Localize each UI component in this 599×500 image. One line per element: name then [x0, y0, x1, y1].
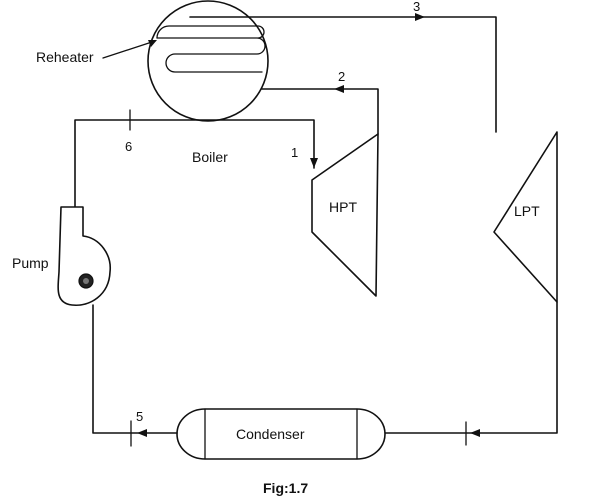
reheater-coil [156, 37, 266, 73]
pipe-6-1-pump-to-hpt [74, 119, 315, 208]
state-point-1: 1 [291, 145, 298, 160]
hpt-shape [311, 133, 379, 297]
arrow-5 [137, 429, 147, 437]
reheater-coil-top [156, 25, 265, 39]
condenser: Condenser [176, 408, 386, 460]
state-point-5: 5 [136, 409, 143, 424]
state-point-6: 6 [125, 139, 132, 154]
pump-hub-icon [83, 278, 89, 284]
arrow-4 [470, 429, 480, 437]
pipe-2-hpt-to-reheater [261, 88, 379, 135]
pump [57, 206, 111, 306]
boiler-label: Boiler [192, 149, 228, 165]
reheater-leader-arrow [148, 40, 157, 47]
reheater-leader-line [102, 40, 156, 59]
pipe-lpt-to-condenser [383, 301, 558, 434]
reheater-label: Reheater [36, 49, 94, 65]
pipe-3-reheater-to-lpt [189, 16, 497, 133]
pipe-5-condenser-to-pump [92, 304, 178, 434]
hpt-label: HPT [329, 199, 357, 215]
arrow-3 [415, 13, 425, 21]
lpt-shape [493, 131, 558, 303]
boiler-circle [147, 0, 269, 122]
pump-casing [57, 206, 111, 306]
lpt-turbine: LPT [493, 131, 558, 303]
state-point-3: 3 [413, 0, 420, 14]
arrow-1 [310, 158, 318, 168]
boiler [147, 0, 269, 122]
lpt-label: LPT [514, 203, 540, 219]
hpt-turbine: HPT [311, 133, 379, 297]
state-point-2: 2 [338, 69, 345, 84]
pump-label: Pump [12, 255, 49, 271]
arrow-2 [334, 85, 344, 93]
figure-caption: Fig:1.7 [263, 480, 308, 496]
condenser-label: Condenser [236, 426, 305, 442]
